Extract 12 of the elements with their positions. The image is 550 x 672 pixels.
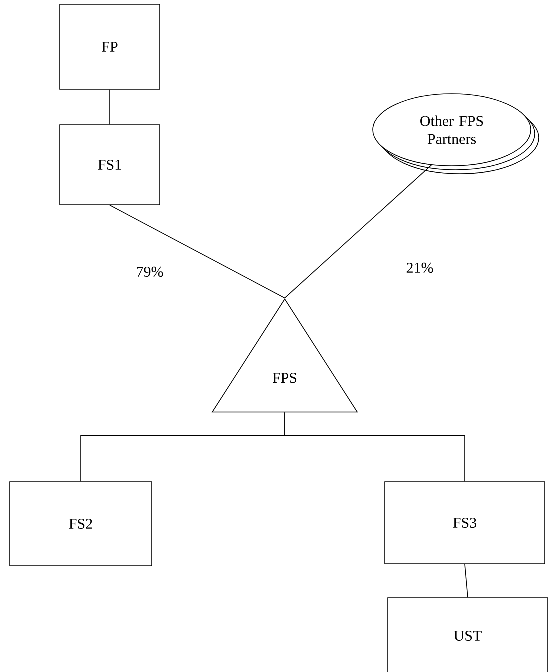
box: FS1: [60, 124, 160, 206]
box: FS2: [10, 482, 152, 566]
box: UST: [388, 598, 548, 672]
connector-line: [464, 564, 468, 598]
edge-label: 21%: [405, 262, 435, 274]
connector-line: [110, 205, 286, 299]
box: FS3: [384, 482, 546, 564]
connector-line: [284, 412, 466, 482]
box: FP: [60, 4, 160, 90]
connector-line: [284, 164, 432, 299]
edge-label: 79%: [135, 266, 165, 278]
stacked-ellipses: Other FPS Partners: [372, 94, 540, 174]
